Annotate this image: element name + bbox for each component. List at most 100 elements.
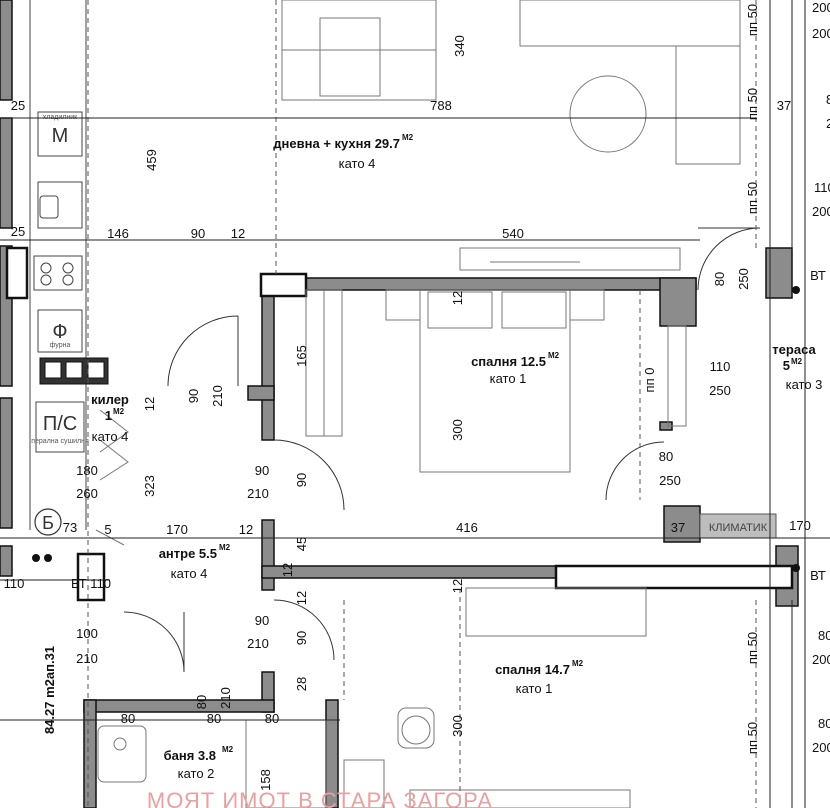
dim: пп 50 <box>745 632 760 664</box>
drain-dots <box>32 286 800 572</box>
washer-caption: перална сушилня <box>31 438 89 445</box>
dim: ВТ <box>810 568 826 583</box>
dim: 165 <box>294 345 309 367</box>
dim: 12 <box>280 563 295 577</box>
dim: 80 <box>818 628 830 643</box>
dim: 110 <box>710 359 731 374</box>
oven-symbol: Ф <box>52 321 67 343</box>
living-room-floor: като 4 <box>339 156 376 171</box>
bedroom1-floor: като 1 <box>490 371 527 386</box>
dim: ВТ <box>810 268 826 283</box>
dim: пп 50 <box>745 722 760 754</box>
dim: 323 <box>142 475 157 497</box>
dim: ВТ 110 <box>71 576 111 591</box>
ac-label: КЛИМАТИК <box>709 522 768 534</box>
oven-caption: фурна <box>50 342 71 349</box>
dim: 210 <box>76 651 98 666</box>
terrace-area: 5 <box>783 358 790 373</box>
dim: 180 <box>76 463 98 478</box>
boiler-circle <box>34 508 62 536</box>
watermark: МОЯТ ИМОТ В СТАРА ЗАГОРА <box>147 788 493 808</box>
dim: 37 <box>671 520 685 535</box>
dim: 90 <box>191 226 205 241</box>
dim: 250 <box>736 268 751 290</box>
sink-box <box>37 181 83 229</box>
columns <box>5 246 794 602</box>
door-swings <box>123 227 761 673</box>
dim: 80 <box>265 711 279 726</box>
dim: 12 <box>294 591 309 605</box>
bath-unit: M2 <box>222 745 234 754</box>
storage-floor: като 4 <box>92 429 129 444</box>
bath-name: баня 3.8 <box>164 748 216 763</box>
walls <box>0 0 799 808</box>
dim: 200 <box>826 116 830 131</box>
bedroom2-unit: M2 <box>572 659 584 668</box>
bedroom1-unit: M2 <box>548 351 560 360</box>
dim: 340 <box>452 35 467 57</box>
fridge-symbol: M <box>52 125 69 147</box>
dim: 25 <box>11 224 25 239</box>
dim: 788 <box>430 98 452 113</box>
dim: 300 <box>450 419 465 441</box>
stove-box <box>33 255 83 291</box>
dim: пп 50 <box>745 88 760 120</box>
dim: 110 <box>4 576 25 591</box>
hall-floor: като 4 <box>171 566 208 581</box>
dim: 90 <box>186 389 201 403</box>
dimension-labels: 340 788 25 25 459 146 90 12 540 80 250 1… <box>4 0 830 791</box>
bedroom2-name: спалня 14.7 <box>495 662 570 677</box>
dim: 5 <box>104 522 111 537</box>
living-room-unit: M2 <box>402 133 414 142</box>
dim: 459 <box>144 149 159 171</box>
dim: 80 <box>207 711 221 726</box>
dim: 90 <box>294 631 309 645</box>
dim: 73 <box>63 520 77 535</box>
kitchen-dark-boxes <box>39 357 109 385</box>
storage-name: килер <box>91 392 129 407</box>
dim: 170 <box>789 518 811 533</box>
dim: 80 <box>712 272 727 286</box>
kitchen-strip <box>29 0 87 530</box>
dim: 200 <box>812 204 830 219</box>
dim: 12 <box>450 579 465 593</box>
dim: пп 0 <box>642 368 657 393</box>
dim: 200 <box>812 26 830 41</box>
dim: 250 <box>659 473 681 488</box>
dim: 12 <box>142 397 157 411</box>
dim: 90 <box>255 613 269 628</box>
dim: пп 50 <box>745 4 760 36</box>
dim: 80 <box>194 695 209 709</box>
dim: 250 <box>709 383 731 398</box>
terrace-floor: като 3 <box>786 377 823 392</box>
storage-area: 1 <box>105 408 112 423</box>
dim: 540 <box>502 226 524 241</box>
dim: 210 <box>218 687 233 709</box>
dim: 90 <box>255 463 269 478</box>
dim: 146 <box>107 226 129 241</box>
terrace-unit: M2 <box>791 357 803 366</box>
dim: 210 <box>210 385 225 407</box>
dim: 90 <box>294 473 309 487</box>
bath-floor: като 2 <box>178 766 215 781</box>
apartment-area-label: 84.27 m2ап.31 <box>42 646 57 734</box>
dim: пп 50 <box>745 182 760 214</box>
boiler-symbol: Б <box>42 513 54 533</box>
fridge-box <box>37 111 83 157</box>
dim: 200 <box>812 740 830 755</box>
dim: 28 <box>294 677 309 691</box>
washer-symbol: П/С <box>43 413 77 435</box>
washer-box <box>35 401 85 453</box>
dim: 37 <box>777 98 791 113</box>
dim: 80 <box>826 92 830 107</box>
dim: 12 <box>239 522 253 537</box>
dim: 416 <box>456 520 478 535</box>
dim: 210 <box>247 486 269 501</box>
dim: 300 <box>450 715 465 737</box>
bedroom2-floor: като 1 <box>516 681 553 696</box>
storage-unit: M2 <box>113 407 125 416</box>
hall-unit: M2 <box>219 543 231 552</box>
dim: 80 <box>659 449 673 464</box>
